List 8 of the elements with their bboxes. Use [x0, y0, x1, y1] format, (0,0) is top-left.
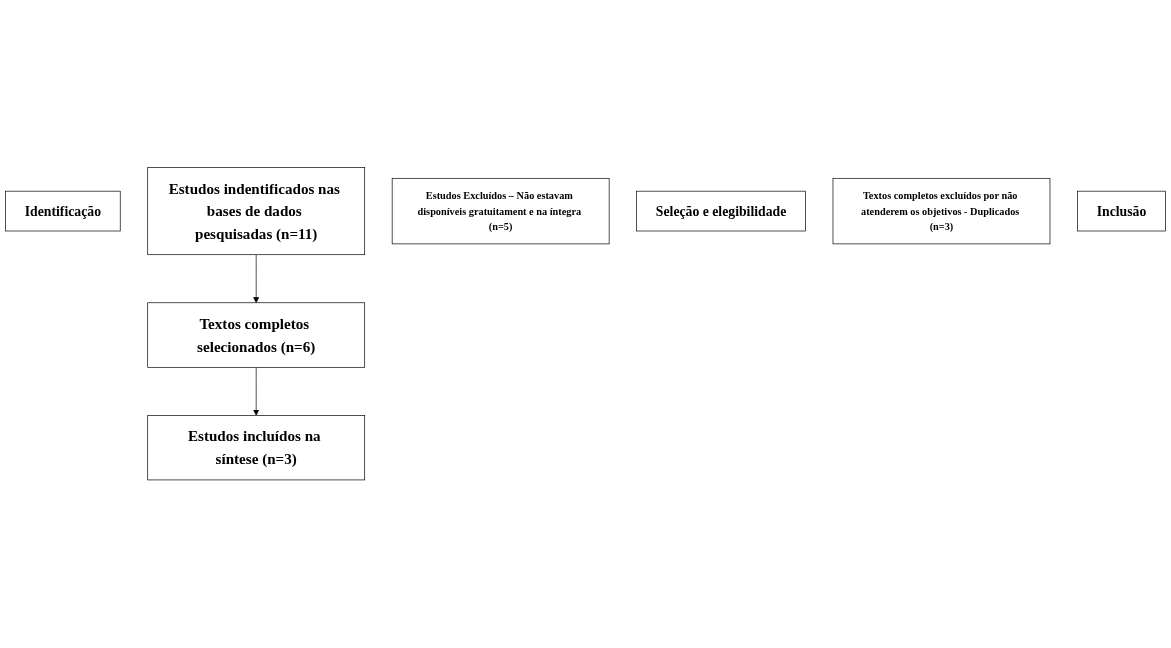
node-box: Seleção e elegibilidade [636, 191, 806, 232]
node-box: Estudos Excluídos – Não estavam disponíveis gratuitament e na íntegra (n=5) [391, 178, 610, 245]
node-box: Estudos indentificados nas bases de dados pesquisadas (n=11) [147, 167, 366, 256]
node-box: Identificação [5, 191, 121, 232]
node-box: Estudos incluídos na síntese (n=3) [147, 415, 366, 481]
node-box: Inclusão [1077, 191, 1166, 232]
node-box: Textos completos selecionados (n=6) [147, 302, 366, 368]
node-box: Textos completos excluídos por não atenderem os objetivos - Duplicados (n=3) [832, 178, 1051, 245]
